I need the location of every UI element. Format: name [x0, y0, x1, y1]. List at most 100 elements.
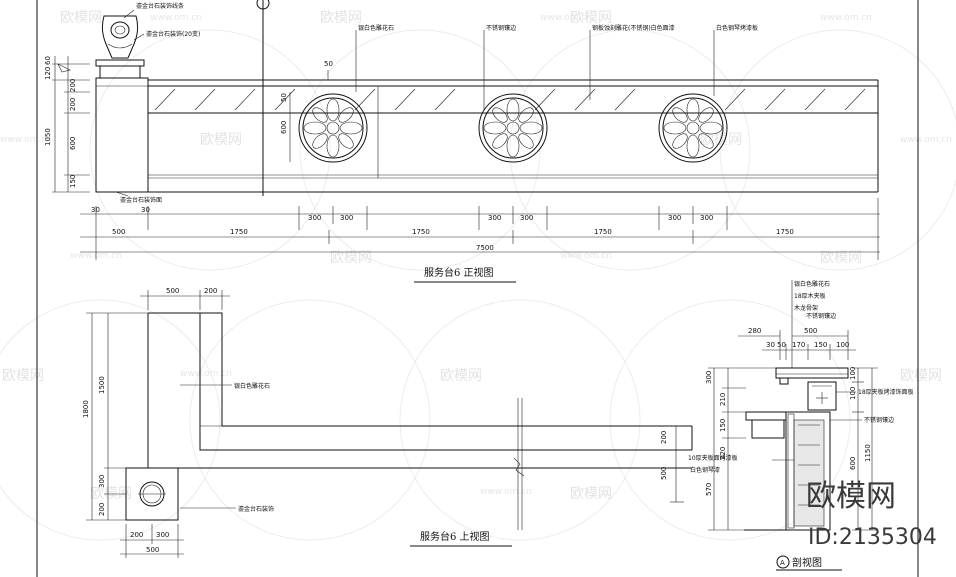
dimension-label: 150	[719, 419, 727, 432]
dimension-label: 30	[141, 206, 150, 214]
note: 鎏金台石装饰	[238, 505, 274, 513]
rosette-medallion	[298, 93, 368, 163]
dimension-label: 100	[836, 341, 849, 349]
watermark-site: www.om.cn	[560, 251, 612, 261]
brand-id: ID:2135304	[808, 525, 937, 550]
watermark-site: www.om.cn	[480, 487, 532, 497]
dimension-label: 60	[44, 56, 52, 65]
note: 18厚木夹板	[794, 292, 826, 300]
counter-front	[147, 0, 879, 196]
dimension-label: 300	[488, 214, 501, 222]
section-view: 银白色雕花石 18厚木夹板 木龙骨架 不锈钢镶边 18厚夹板烤漆饰面板 10厚夹…	[688, 280, 914, 571]
dimension-label: 170	[792, 341, 805, 349]
watermark-logo: 欧模网	[570, 10, 612, 26]
view-title: 剖视图	[792, 556, 822, 569]
dimension-label: 100	[849, 367, 857, 380]
dimension-label: 1500	[98, 376, 106, 394]
dimension-label: 200	[98, 503, 106, 516]
dimension-label: 500	[146, 546, 159, 554]
dimension-label: 300	[700, 214, 713, 222]
front-main-dimensions: 500 1750 1750 1750 1750 7500	[80, 198, 880, 260]
break-lines	[513, 398, 525, 530]
watermark-logo: 欧模网	[2, 368, 44, 384]
watermark-site: www.om.cn	[820, 13, 872, 23]
dimension-label: 1750	[776, 228, 794, 236]
front-sub-dimensions: 30 30 300 300 300 300 300 300	[80, 206, 880, 230]
note: 不锈钢镶边	[486, 24, 516, 32]
dimension-label: 600	[69, 137, 77, 150]
note: 18厚夹板烤漆饰面板	[858, 388, 914, 396]
watermark-logo: 欧模网	[330, 250, 372, 266]
front-view-notes: 鎏金台石装饰线条 鎏金台石装饰(20变) 银白色雕花石 不锈钢镶边 钢板蚀刻雕花…	[115, 2, 758, 204]
rosette-medallion	[478, 93, 548, 163]
section-top-dimensions: 280 500 30 50 170 150 100	[738, 327, 856, 360]
vase-ornament	[95, 15, 145, 79]
dimension-label: 200	[204, 287, 217, 295]
dimension-label: 300	[668, 214, 681, 222]
note: 白色钢琴烤漆板	[716, 24, 758, 32]
dimension-label: 210	[719, 393, 727, 406]
dimension-label: 100	[849, 387, 857, 400]
watermark-logo: 欧模网	[320, 10, 362, 26]
dimension-label: 1800	[82, 400, 90, 418]
dimension-label: 600	[849, 457, 857, 470]
watermark-site: www.om.cn	[900, 135, 952, 145]
dimension-label: 500	[804, 327, 817, 335]
section-right-dimensions: 100 100 1150 600	[849, 367, 878, 531]
watermark-site: www.om.cn	[0, 135, 52, 145]
dimension-label: 1050	[44, 128, 52, 146]
dimension-label: 50	[280, 93, 288, 102]
note: 10厚夹板面烤漆板	[688, 454, 738, 462]
top-view: 银白色雕花石 鎏金台石装饰 500 200 1800 1500 300 200 …	[82, 287, 693, 558]
dimension-label: 300	[340, 214, 353, 222]
note: 鎏金台石装饰线条	[136, 2, 184, 10]
dimension-label: 300	[156, 531, 169, 539]
watermark-site: www.om.cn	[150, 13, 202, 23]
note: 银白色雕花石	[234, 382, 270, 390]
dimension-label: 600	[280, 121, 288, 134]
view-title: 服务台6 正视图	[424, 266, 494, 279]
dimension-label: 50	[324, 60, 333, 68]
note: 鎏金台石装饰面	[120, 196, 162, 204]
dimension-label: 1150	[864, 444, 872, 462]
dimension-label: 200	[130, 531, 143, 539]
dimension-total: 7500	[476, 244, 494, 252]
section-marker	[776, 555, 790, 569]
dimension-label: 200	[69, 79, 77, 92]
dimension-label: 200	[69, 98, 77, 111]
counter-outline	[148, 312, 692, 427]
dimension-label: 30	[91, 206, 100, 214]
watermark-site: www.om.cn	[540, 13, 592, 23]
section-notes: 银白色雕花石 18厚木夹板 木龙骨架 不锈钢镶边 18厚夹板烤漆饰面板 10厚夹…	[688, 280, 914, 474]
dimension-label: 300	[308, 214, 321, 222]
note: 银白色雕花石	[794, 280, 830, 288]
note: 木龙骨架	[794, 304, 818, 312]
note: 银白色雕花石	[358, 24, 394, 32]
rosette-medallion	[658, 93, 728, 163]
dimension-label: 50	[777, 341, 786, 349]
dimension-label: 1750	[412, 228, 430, 236]
watermark-logo: 欧模网	[440, 368, 482, 384]
dimension-label: 220	[719, 447, 727, 460]
dimension-label: 150	[814, 341, 827, 349]
section-top-slab	[775, 367, 849, 379]
section-left-dimensions: 300 210 150 220 570	[705, 367, 776, 531]
dimension-label: 280	[748, 327, 761, 335]
dimension-label: 1750	[594, 228, 612, 236]
dimension-label: 300	[520, 214, 533, 222]
note: 钢板蚀刻雕花(不锈钢)白色面漆	[592, 24, 675, 32]
watermark-logo: 欧模网	[60, 10, 102, 26]
dimension-label: 200	[660, 431, 668, 444]
note: 不锈钢镶边	[864, 416, 894, 424]
dimension-label: 500	[660, 467, 668, 480]
watermark-logo: 欧模网	[570, 486, 612, 502]
dimension-label: 500	[112, 228, 125, 236]
dimension-label: 300	[98, 475, 106, 488]
watermark-logo: 欧模网	[900, 368, 942, 384]
section-marker-letter: A	[780, 559, 785, 567]
note: 白色钢琴漆	[690, 466, 720, 474]
brand-logo-text: 欧模网	[806, 479, 896, 514]
dimension-label: 150	[69, 175, 77, 188]
view-title: 服务台6 上视图	[420, 530, 490, 543]
watermark-logo: 欧模网	[200, 132, 242, 148]
